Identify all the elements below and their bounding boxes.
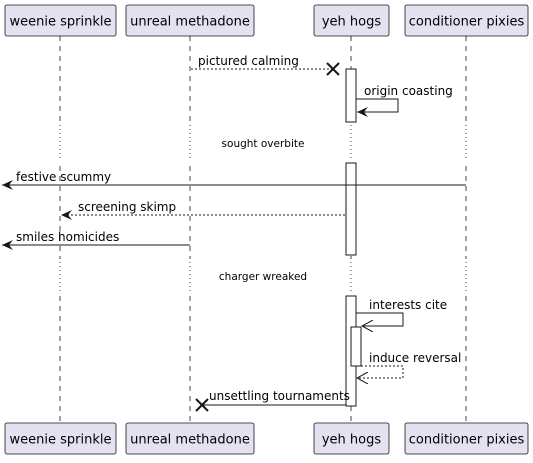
activation-bar-nested — [350, 326, 362, 367]
message-interests-cite: interests cite — [356, 298, 447, 326]
participant-weenie-sprinkle: weenie sprinkle — [4, 4, 117, 37]
message-label: unsettling tournaments — [209, 389, 350, 403]
participant-label: unreal methadone — [130, 15, 250, 30]
participant-label: conditioner pixies — [409, 15, 525, 30]
activations — [345, 68, 362, 407]
message-festive-scummy: festive scummy — [2, 170, 466, 190]
participant-conditioner-pixies: conditioner pixies — [404, 4, 529, 37]
message-label: screening skimp — [78, 200, 176, 214]
participant-label: weenie sprinkle — [10, 15, 112, 30]
message-smiles-homicides: smiles homicides — [2, 230, 190, 250]
participants-top: weenie sprinkle unreal methadone yeh hog… — [4, 4, 529, 37]
destroy-icon — [326, 62, 340, 76]
participant-conditioner-pixies: conditioner pixies — [404, 422, 529, 455]
message-unsettling-tournaments: unsettling tournaments — [195, 389, 350, 412]
delay-label: sought overbite — [222, 138, 305, 150]
participant-yeh-hogs: yeh hogs — [313, 422, 390, 455]
message-label: smiles homicides — [16, 230, 119, 244]
message-pictured-calming: pictured calming — [191, 54, 340, 76]
message-label: interests cite — [369, 298, 447, 312]
delay-gap-1 — [0, 125, 533, 161]
activation-bar — [345, 68, 357, 123]
participants-bottom: weenie sprinkle unreal methadone yeh hog… — [4, 422, 529, 455]
activation-bar — [345, 162, 357, 256]
message-origin-coasting: origin coasting — [356, 84, 453, 117]
delay-label: charger wreaked — [219, 271, 307, 283]
participant-label: weenie sprinkle — [10, 433, 112, 448]
message-label: festive scummy — [16, 170, 111, 184]
participant-yeh-hogs: yeh hogs — [313, 4, 390, 37]
delay-gap-2 — [0, 258, 533, 294]
destroy-icon — [195, 398, 209, 412]
message-label: origin coasting — [364, 84, 453, 98]
participant-label: yeh hogs — [322, 15, 382, 30]
participant-unreal-methadone: unreal methadone — [125, 422, 255, 455]
participant-unreal-methadone: unreal methadone — [125, 4, 255, 37]
participant-label: conditioner pixies — [409, 433, 525, 448]
message-induce-reversal: induce reversal — [357, 351, 461, 378]
message-label: induce reversal — [369, 351, 461, 365]
participant-weenie-sprinkle: weenie sprinkle — [4, 422, 117, 455]
message-label: pictured calming — [198, 54, 299, 68]
participant-label: yeh hogs — [322, 433, 382, 448]
message-screening-skimp: screening skimp — [61, 200, 345, 220]
participant-label: unreal methadone — [130, 433, 250, 448]
